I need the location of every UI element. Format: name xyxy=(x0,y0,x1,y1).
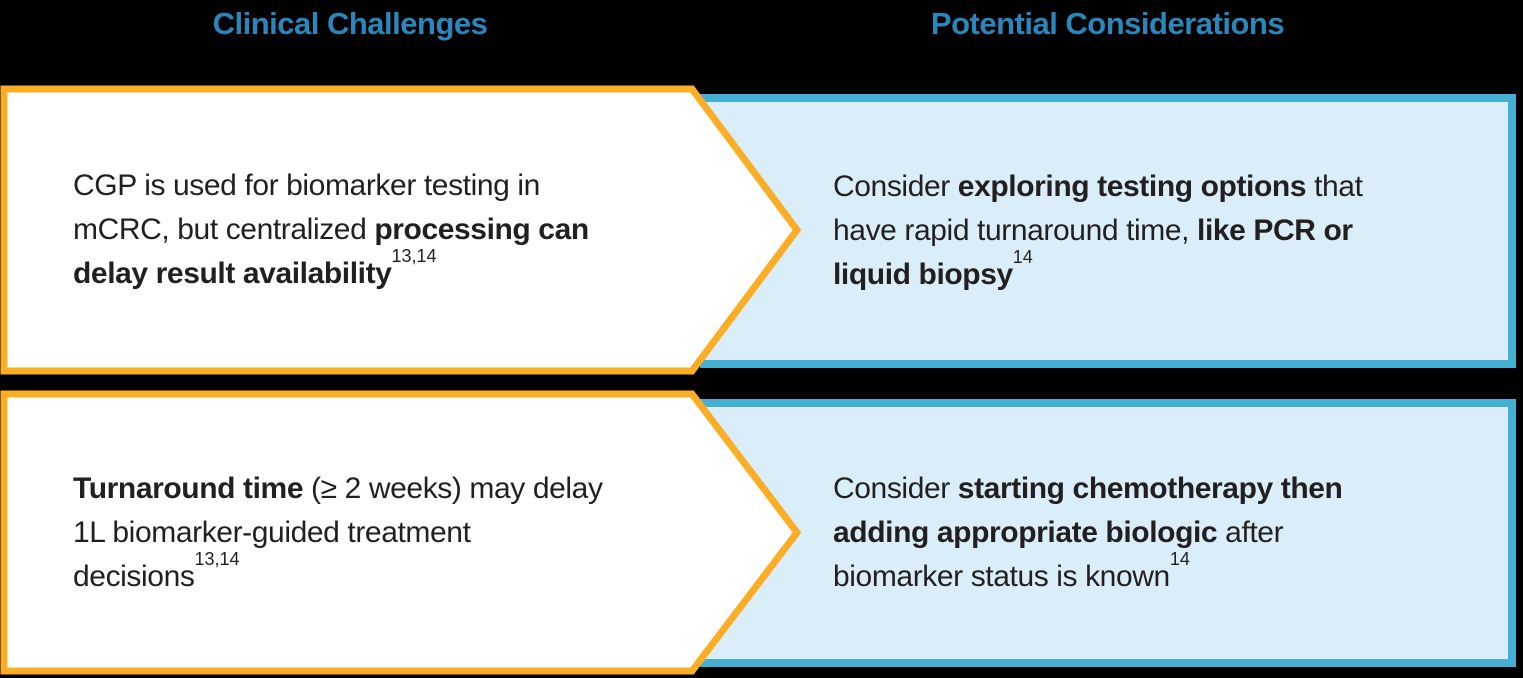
arrow-shape-icon xyxy=(0,85,802,375)
arrow-shape-icon xyxy=(0,390,802,675)
challenge-arrow-1 xyxy=(0,85,802,375)
header-clinical-challenges: Clinical Challenges xyxy=(212,6,488,41)
header-potential-considerations: Potential Considerations xyxy=(930,6,1285,41)
challenge-arrow-2 xyxy=(0,390,802,675)
